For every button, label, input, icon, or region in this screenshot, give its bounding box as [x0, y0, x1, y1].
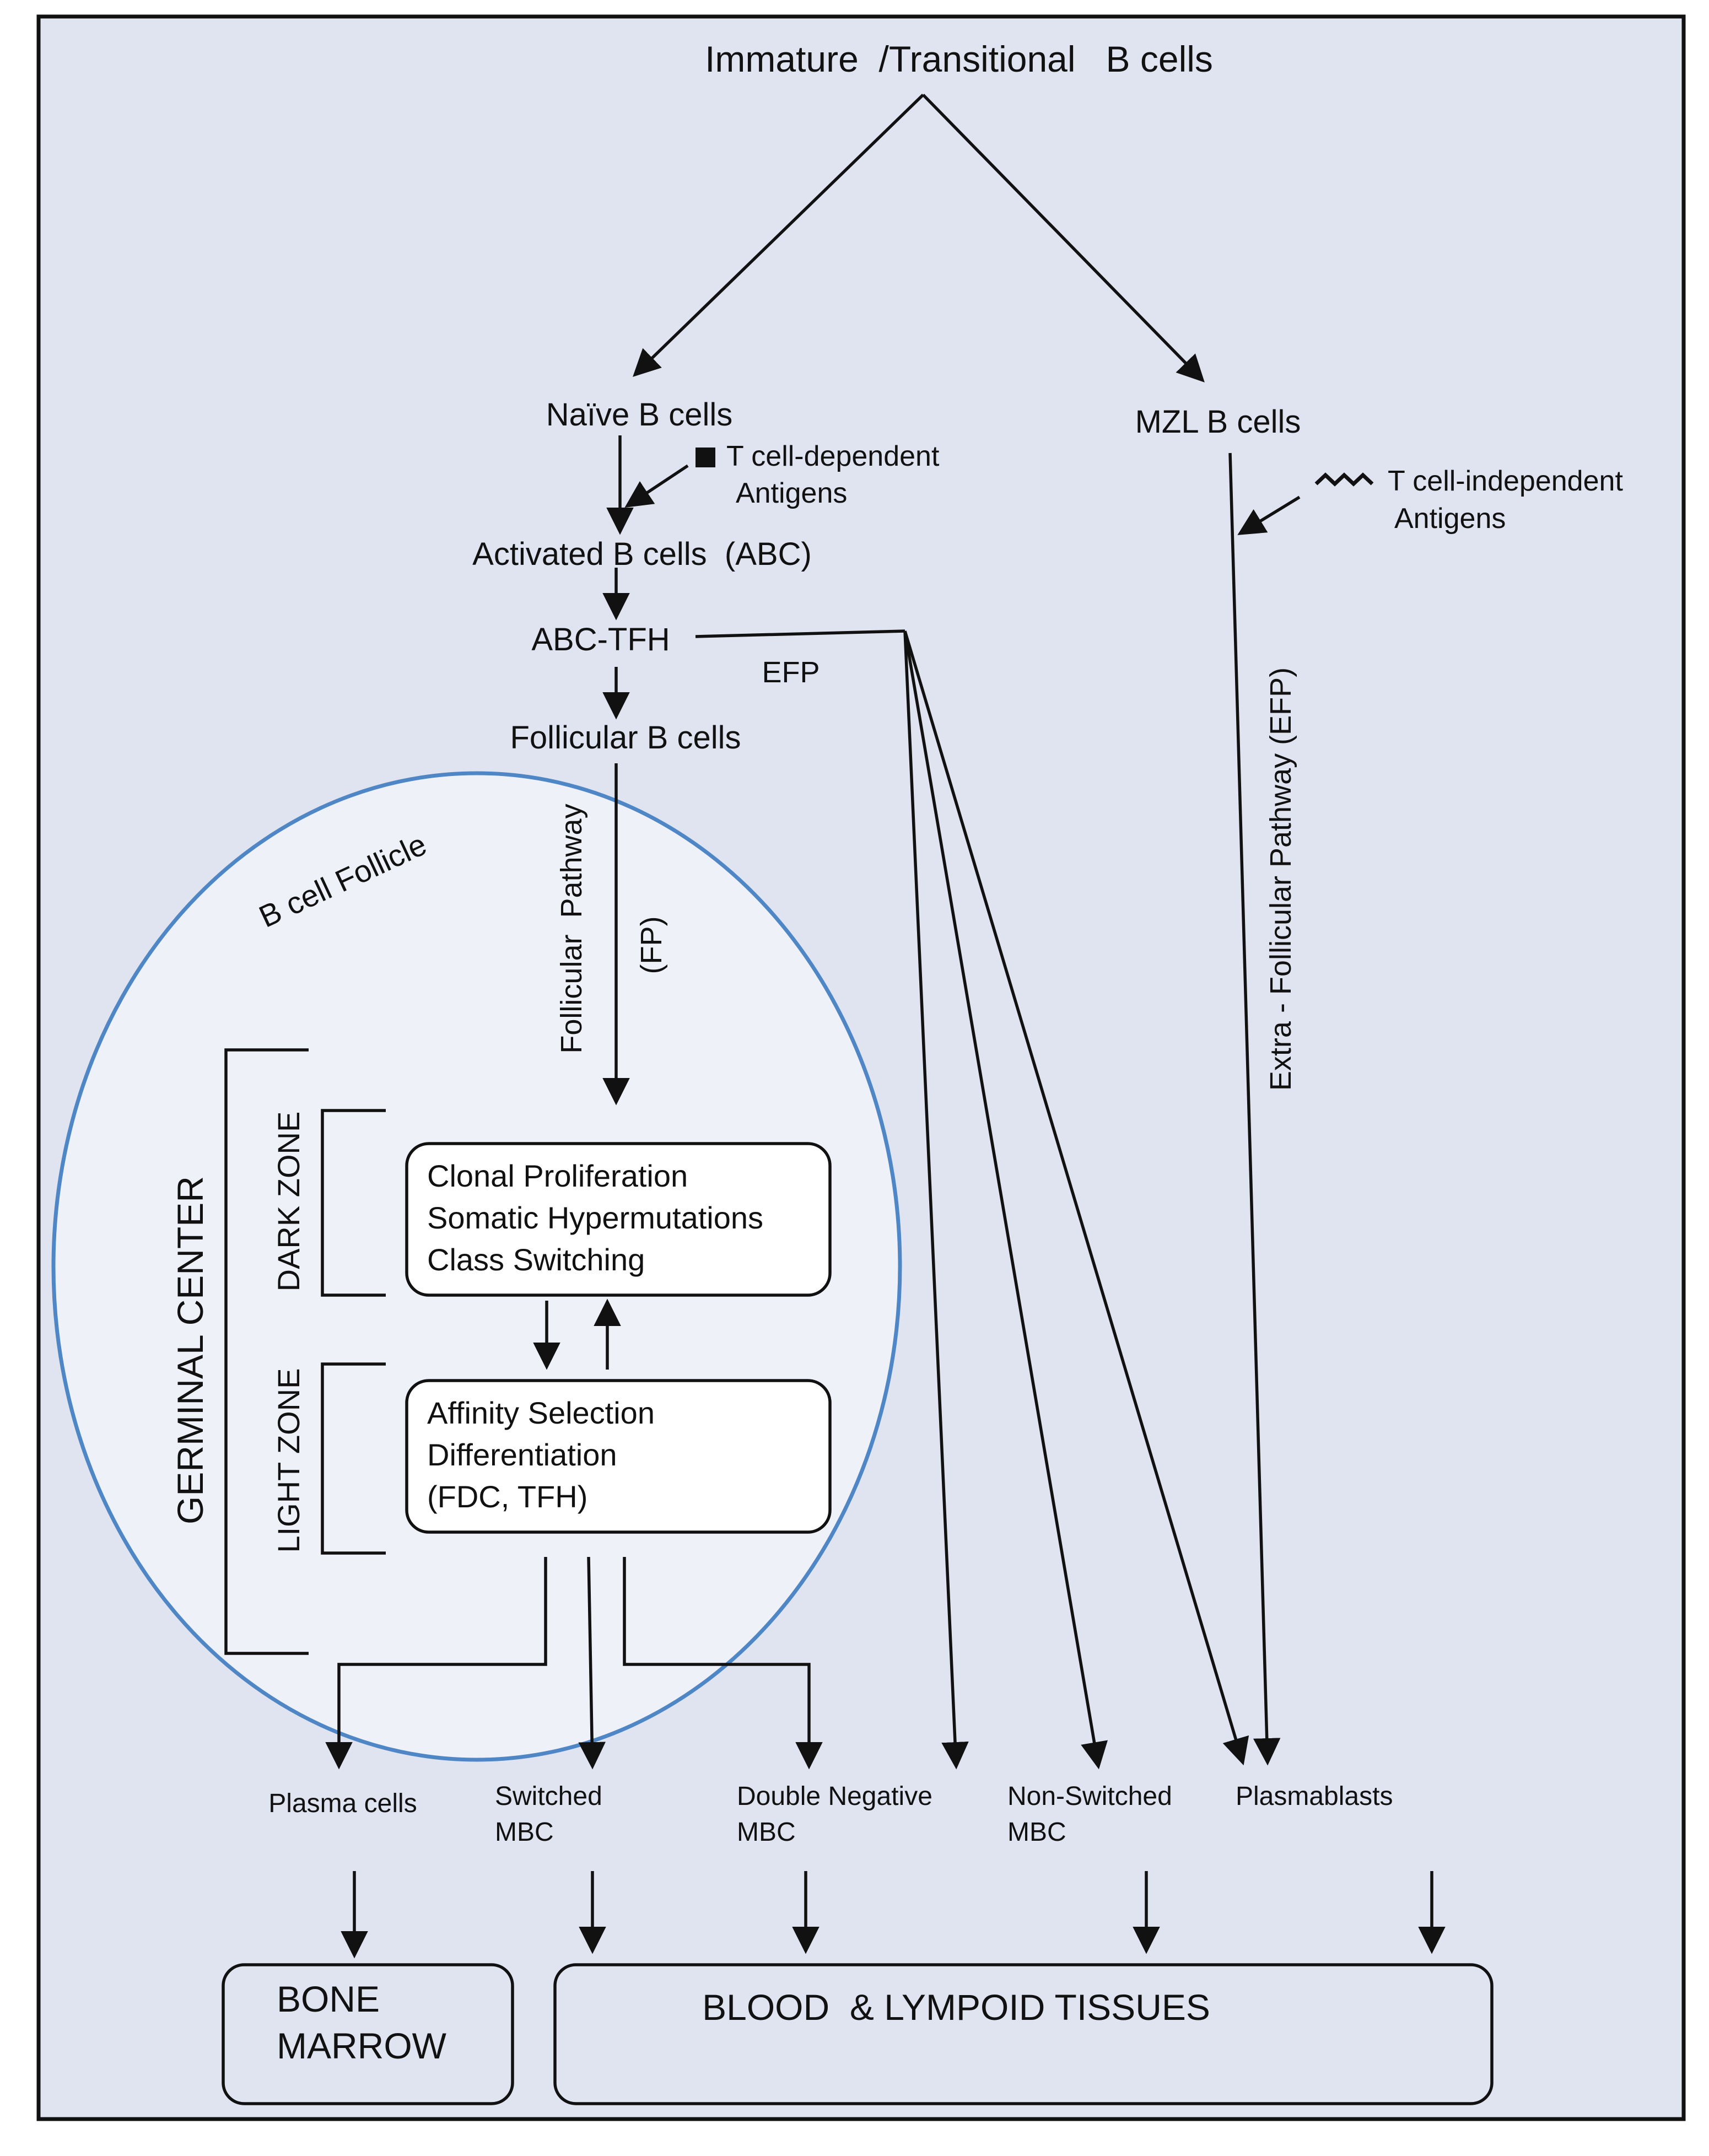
- arrow-mzl-to-plasmablasts: [1228, 452, 1281, 1766]
- immature-transitional-label: Immature /Transitional B cells: [705, 39, 1213, 79]
- germinal-center-bracket: [224, 1048, 309, 1655]
- follicular-b-cells-label: Follicular B cells: [510, 720, 741, 756]
- arrow-efp-to-non-switched: [903, 630, 1108, 1770]
- double-negative-mbc-label-1: Double Negative: [737, 1782, 932, 1811]
- blood-lymphoid-box: [553, 1963, 1494, 2105]
- arrow-immature-to-naive: [633, 94, 924, 377]
- naive-b-cells-label: Naïve B cells: [546, 397, 732, 433]
- dark-zone-line-1: Clonal Proliferation: [427, 1158, 688, 1193]
- abc-tfh-label: ABC-TFH: [531, 622, 670, 657]
- t-cell-independent-label: T cell-independent: [1388, 465, 1623, 497]
- double-negative-mbc-label-2: MBC: [737, 1818, 796, 1847]
- efp-label: EFP: [762, 656, 820, 689]
- t-cell-dependent-label: T cell-dependent: [726, 440, 940, 472]
- plasma-cells-label: Plasma cells: [268, 1789, 417, 1818]
- light-zone-label: LIGHT ZONE: [271, 1368, 306, 1553]
- arrow-tindep-antigen: [1237, 495, 1301, 535]
- blood-lymphoid-label: BLOOD & LYMPOID TISSUES: [702, 1987, 1210, 2028]
- t-cell-dependent-antigens-label: Antigens: [736, 477, 847, 509]
- light-zone-bracket: [321, 1362, 386, 1555]
- arrow-immature-to-mzl: [922, 94, 1205, 382]
- bone-marrow-label-2: MARROW: [277, 2025, 447, 2066]
- dark-zone-line-3: Class Switching: [427, 1242, 645, 1277]
- mzl-b-cells-label: MZL B cells: [1135, 404, 1301, 440]
- bone-marrow-box: [222, 1963, 514, 2105]
- follicular-pathway-label: Follicular Pathway: [555, 804, 588, 1053]
- extra-follicular-pathway-label: Extra - Follicular Pathway (EFP): [1264, 667, 1297, 1091]
- arrow-tdep-antigen: [624, 464, 689, 508]
- light-zone-line-1: Affinity Selection: [427, 1395, 655, 1430]
- dark-zone-line-2: Somatic Hypermutations: [427, 1200, 763, 1235]
- light-zone-line-2: Differentiation: [427, 1437, 617, 1472]
- switched-mbc-label-1: Switched: [495, 1782, 602, 1811]
- light-zone-line-3: (FDC, TFH): [427, 1479, 587, 1514]
- dark-zone-label: DARK ZONE: [271, 1112, 306, 1292]
- arrow-gc-to-double-negative: [623, 1557, 823, 1770]
- efp-line: [695, 629, 905, 638]
- non-switched-mbc-label-1: Non-Switched: [1007, 1782, 1172, 1811]
- bone-marrow-label-1: BONE: [277, 1979, 380, 2019]
- t-cell-independent-antigen-icon: [1314, 472, 1374, 487]
- fp-label: (FP): [635, 917, 668, 974]
- switched-mbc-label-2: MBC: [495, 1818, 554, 1847]
- arrow-gc-to-plasma: [325, 1557, 547, 1770]
- t-cell-dependent-antigen-icon: [696, 448, 715, 467]
- arrow-efp-to-double-negative: [903, 630, 969, 1770]
- non-switched-mbc-label-2: MBC: [1007, 1818, 1066, 1847]
- arrow-efp-to-plasmablasts: [903, 630, 1249, 1766]
- dark-zone-bracket: [321, 1109, 386, 1297]
- arrow-gc-to-switched: [578, 1556, 606, 1770]
- dark-zone-box: [405, 1142, 832, 1297]
- activated-b-cells-label: Activated B cells (ABC): [472, 536, 812, 572]
- plasmablasts-label: Plasmablasts: [1236, 1782, 1393, 1811]
- t-cell-independent-antigens-label: Antigens: [1394, 503, 1506, 535]
- light-zone-box: [405, 1379, 832, 1534]
- germinal-center-label: GERMINAL CENTER: [170, 1176, 211, 1524]
